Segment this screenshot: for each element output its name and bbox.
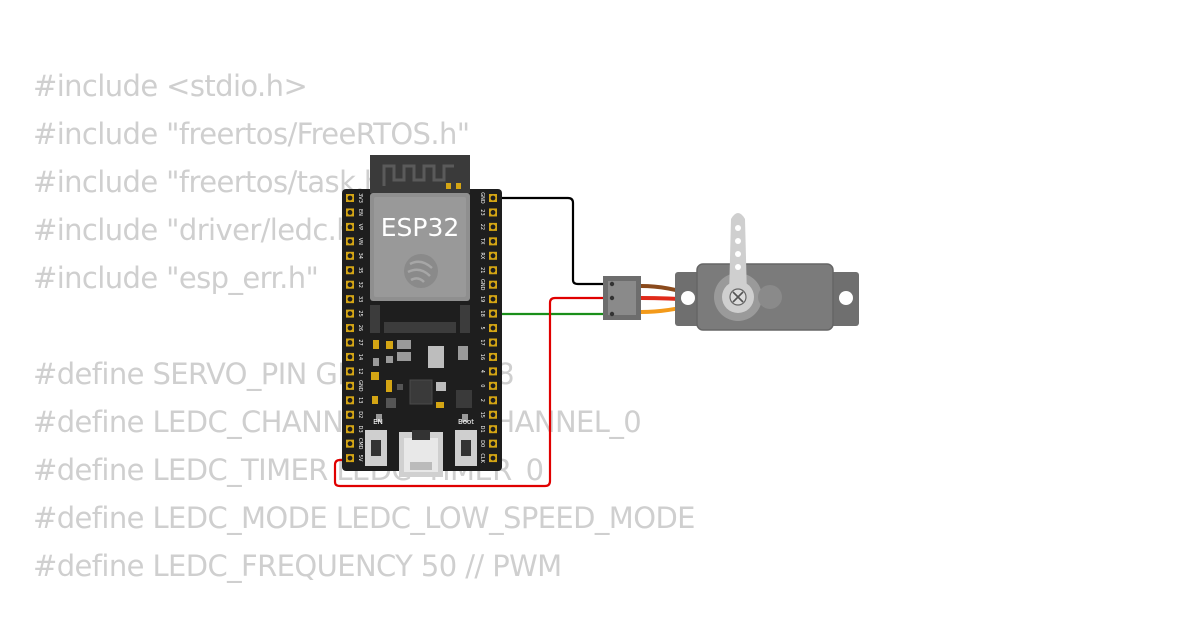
pin-label: CMD bbox=[357, 438, 363, 450]
antenna-pad bbox=[446, 183, 451, 189]
pin-label: 23 bbox=[479, 209, 485, 215]
pin-label: GND bbox=[479, 192, 485, 204]
pin-label: 3V3 bbox=[357, 193, 363, 203]
servo-gear-small bbox=[758, 285, 782, 309]
antenna-pad bbox=[456, 183, 461, 189]
code-line: #include "driver/ledc.h" bbox=[33, 213, 367, 247]
pin-label: 25 bbox=[357, 310, 363, 316]
pin-label: EN bbox=[357, 209, 363, 216]
code-line: #include "esp_err.h" bbox=[33, 261, 319, 295]
usb-port bbox=[399, 430, 443, 477]
pin-label: CLK bbox=[479, 453, 485, 463]
wire-gnd[interactable] bbox=[492, 196, 610, 286]
servo-motor[interactable] bbox=[675, 213, 859, 331]
pin-label: 5V bbox=[357, 455, 363, 462]
pin-label: 19 bbox=[479, 296, 485, 302]
pin-label: GND bbox=[357, 380, 363, 392]
pin-label: RX bbox=[479, 252, 485, 259]
pin-label: D1 bbox=[479, 426, 485, 433]
code-line: #define LEDC_MODE LEDC_LOW_SPEED_MODE bbox=[33, 501, 696, 535]
pin-label: 33 bbox=[357, 296, 363, 302]
code-line: #include "freertos/FreeRTOS.h" bbox=[33, 117, 470, 151]
pin-label: 5 bbox=[479, 326, 485, 329]
pin-label: VN bbox=[357, 238, 363, 245]
chip-shield bbox=[374, 197, 466, 297]
servo-connector bbox=[603, 276, 641, 320]
antenna bbox=[370, 155, 470, 193]
pin-label: 27 bbox=[357, 339, 363, 345]
pin-label: 17 bbox=[479, 339, 485, 345]
esp32-board[interactable]: ESP32 EN bbox=[342, 155, 502, 477]
pin-label: 13 bbox=[357, 397, 363, 403]
pin-label: D0 bbox=[479, 440, 485, 447]
board-components: EN Boot bbox=[371, 340, 474, 426]
code-line: #include "freertos/task.h" bbox=[33, 165, 395, 199]
pin-label: 21 bbox=[479, 267, 485, 273]
pin-label: GND bbox=[479, 279, 485, 291]
pin-label: 34 bbox=[357, 253, 363, 259]
mount-hole bbox=[839, 291, 853, 305]
pin-label: 4 bbox=[479, 370, 485, 373]
pin-label: 16 bbox=[479, 354, 485, 360]
pin-label: VP bbox=[357, 224, 363, 230]
mount-hole bbox=[681, 291, 695, 305]
code-line: #define LEDC_FREQUENCY 50 // PWM bbox=[33, 549, 562, 583]
button-boot-label: Boot bbox=[458, 418, 474, 426]
espressif-logo-swirl bbox=[407, 260, 433, 283]
pin-label: 35 bbox=[357, 267, 363, 273]
en-button[interactable] bbox=[365, 430, 387, 466]
pin-label: 32 bbox=[357, 282, 363, 288]
pin-label: D3 bbox=[357, 426, 363, 433]
pin-label: 0 bbox=[479, 384, 485, 387]
chip-label: ESP32 bbox=[381, 213, 460, 242]
boot-button[interactable] bbox=[455, 430, 477, 466]
module-castellations bbox=[370, 305, 470, 333]
code-line: #include <stdio.h> bbox=[33, 69, 308, 103]
pin-label: 15 bbox=[479, 412, 485, 418]
pin-label: 18 bbox=[479, 310, 485, 316]
pin-label: 14 bbox=[357, 354, 363, 360]
button-en-label: EN bbox=[373, 418, 383, 426]
pin-label: 22 bbox=[479, 224, 485, 230]
pin-label: TX bbox=[479, 237, 485, 245]
wires bbox=[333, 196, 610, 488]
wire-vcc[interactable] bbox=[333, 296, 610, 488]
pin-label: 12 bbox=[357, 368, 363, 374]
pin-label: 26 bbox=[357, 325, 363, 331]
pin-label: D2 bbox=[357, 411, 363, 418]
pin-label: 2 bbox=[479, 399, 485, 402]
antenna-trace bbox=[382, 164, 454, 186]
